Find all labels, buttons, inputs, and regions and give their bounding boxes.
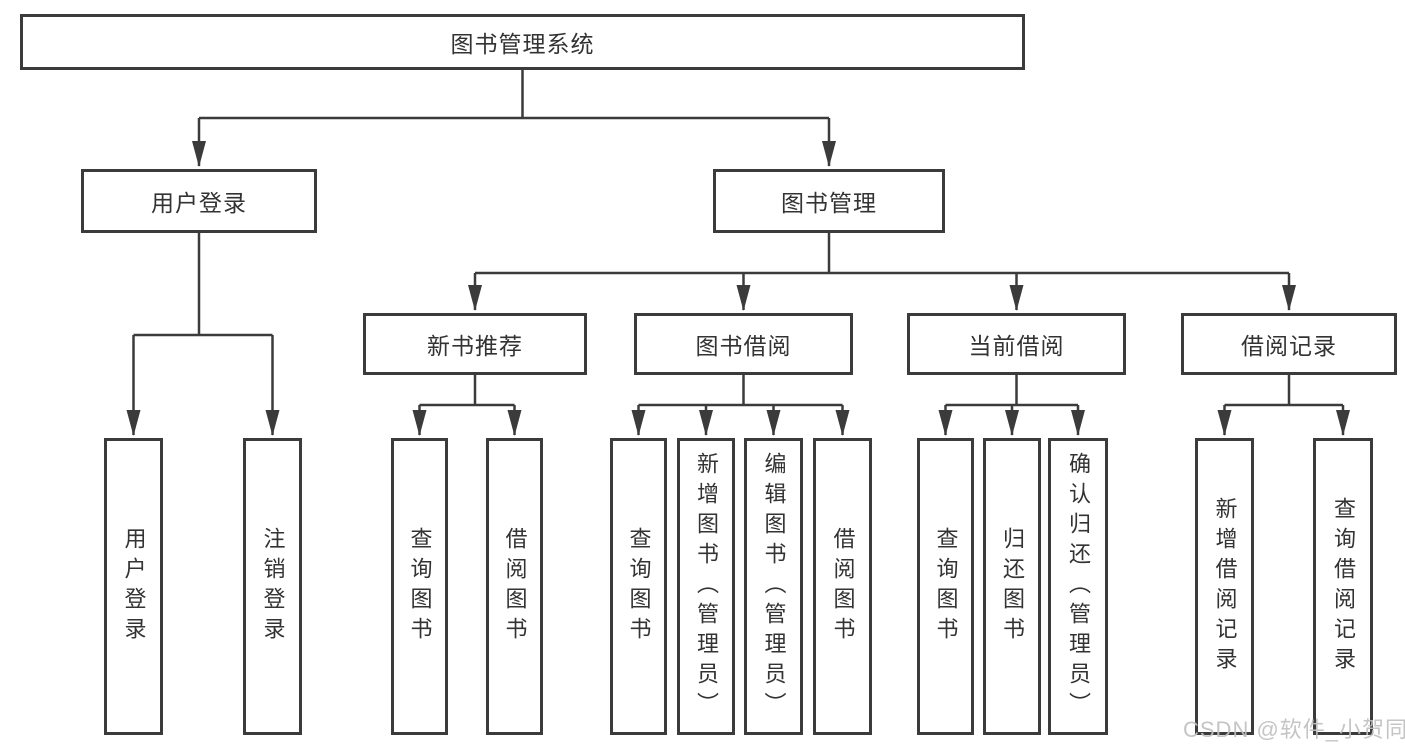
node-label: 查询图书	[933, 526, 959, 647]
leaf-add-book-admin: 新增图书（管理员）	[677, 438, 735, 735]
node-label: 查询图书	[407, 526, 433, 647]
node-label: 新增借阅记录	[1212, 496, 1238, 677]
leaf-add-borrow-record: 新增借阅记录	[1195, 438, 1254, 735]
leaf-edit-book-admin: 编辑图书（管理员）	[744, 438, 803, 735]
node-label: 用户登录	[121, 526, 147, 647]
leaf-confirm-return-admin: 确认归还（管理员）	[1048, 438, 1108, 735]
node-label: 借阅图书	[502, 526, 528, 647]
leaf-search-borrow-record: 查询借阅记录	[1313, 438, 1373, 735]
node-label: 查询借阅记录	[1331, 496, 1356, 677]
csdn-watermark: CSDN @软件_小贺同学	[1183, 717, 1405, 742]
node-label: 确认归还（管理员）	[1066, 451, 1091, 722]
leaf-recommend-search-book: 查询图书	[391, 438, 448, 735]
leaf-return-book: 归还图书	[983, 438, 1041, 735]
node-label: 查询图书	[626, 526, 652, 647]
node-root-system: 图书管理系统	[20, 14, 1025, 70]
node-label: 借阅图书	[830, 526, 856, 647]
leaf-borrow-search-book: 查询图书	[610, 438, 667, 735]
node-label: 注销登录	[260, 526, 286, 647]
node-label: 新书推荐	[427, 333, 523, 359]
leaf-current-search-book: 查询图书	[917, 438, 974, 735]
leaf-user-login: 用户登录	[104, 438, 163, 735]
node-book-borrow: 图书借阅	[634, 313, 853, 375]
node-label: 归还图书	[1000, 526, 1025, 647]
node-label: 用户登录	[151, 190, 247, 216]
node-current-borrow: 当前借阅	[907, 313, 1126, 375]
node-label: 图书管理	[781, 190, 877, 216]
node-new-book-recommend: 新书推荐	[363, 313, 587, 375]
node-borrow-records: 借阅记录	[1181, 313, 1397, 375]
node-book-management: 图书管理	[713, 169, 945, 233]
leaf-borrow-book: 借阅图书	[813, 438, 872, 735]
leaf-recommend-borrow-book: 借阅图书	[486, 438, 543, 735]
node-label: 借阅记录	[1241, 333, 1337, 359]
leaf-logout: 注销登录	[243, 438, 302, 735]
node-label: 图书管理系统	[450, 31, 595, 57]
node-label: 编辑图书（管理员）	[761, 451, 787, 722]
node-user-login: 用户登录	[81, 169, 317, 233]
node-label: 当前借阅	[968, 333, 1065, 359]
node-label: 图书借阅	[695, 333, 792, 359]
node-label: 新增图书（管理员）	[694, 451, 719, 722]
